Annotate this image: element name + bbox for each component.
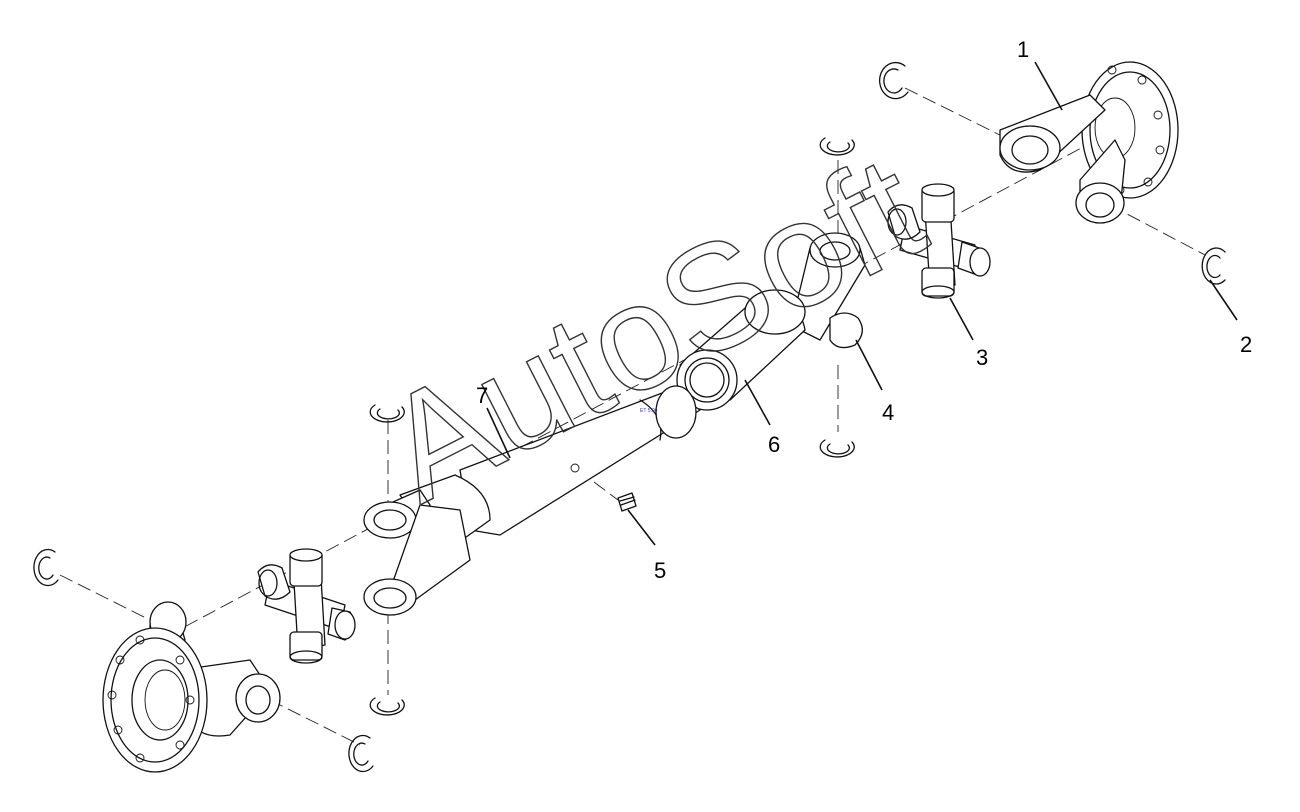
snap-ring	[879, 61, 909, 100]
snap-ring	[819, 439, 855, 458]
snap-ring	[348, 734, 374, 773]
callout-3: 3	[976, 345, 988, 370]
snap-ring	[1201, 247, 1226, 285]
tube-yoke-shaft	[363, 385, 701, 616]
snap-ring	[369, 697, 405, 716]
callout-6: 6	[768, 432, 780, 457]
flange-yoke-upper	[999, 61, 1179, 224]
callout-1: 1	[1017, 37, 1029, 62]
callout-labels: 1 2 3 4 5 6 7	[476, 37, 1252, 583]
callout-leaders	[486, 61, 1238, 546]
slip-yoke	[676, 232, 866, 411]
universal-joint-cross-lower	[257, 548, 356, 664]
snap-ring	[369, 404, 405, 423]
snap-ring	[819, 137, 855, 156]
grease-fitting	[617, 492, 637, 512]
callout-2: 2	[1240, 332, 1252, 357]
snap-rings	[33, 61, 1226, 773]
flange-yoke-lower	[102, 601, 281, 773]
snap-ring	[33, 548, 59, 587]
tiny-note: ET 5.00	[640, 408, 658, 414]
universal-joint-cross-upper	[887, 183, 991, 299]
callout-4: 4	[882, 400, 894, 425]
callout-7: 7	[476, 383, 488, 408]
callout-5: 5	[654, 558, 666, 583]
